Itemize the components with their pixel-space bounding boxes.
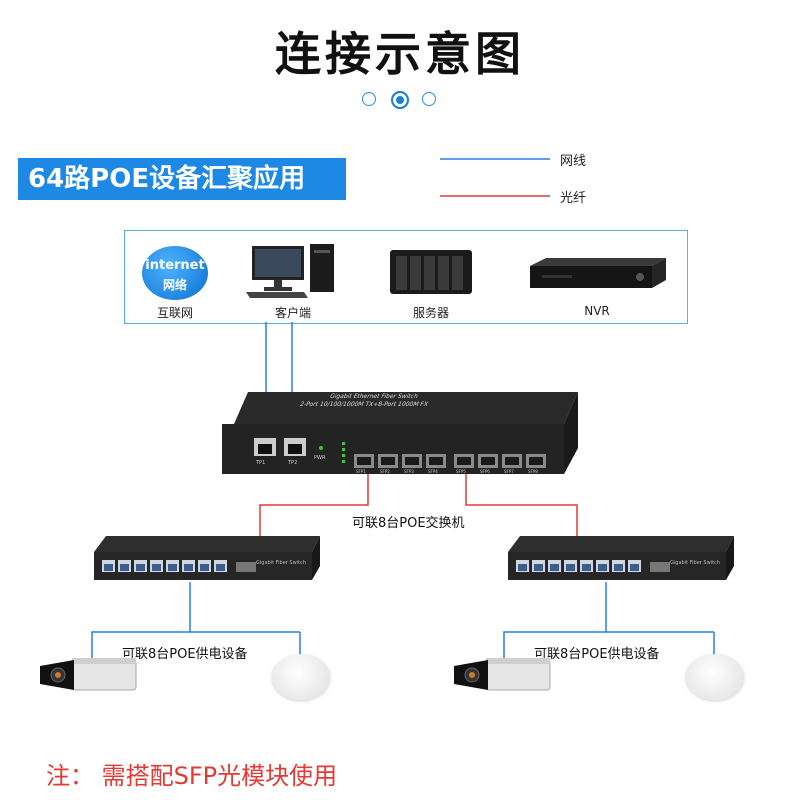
main-fiber-switch: [222, 392, 578, 474]
internet-badge-line2: 网络: [162, 278, 187, 292]
switch-model-line1: Gigabit Ethernet Fiber Switch: [328, 393, 419, 400]
carousel-dot-1[interactable]: [362, 92, 376, 106]
legend-network-label: 网线: [560, 154, 587, 169]
carousel-indicator: [358, 90, 448, 109]
legend: [440, 158, 550, 197]
port-label-tp1: TP1: [256, 460, 266, 466]
port-label-sfp2: SFP2: [380, 469, 390, 474]
cascade-caption: 可联8台POE交换机: [352, 516, 465, 531]
switch-model-line2: 2-Port 10/100/1000M TX+8-Port 1000M FX: [298, 401, 430, 408]
internet-globe-icon: [142, 246, 208, 300]
legend-fiber-label: 光纤: [560, 191, 587, 206]
footnote: 注： 需搭配SFP光模块使用: [46, 762, 338, 790]
server-nas-icon: [390, 250, 472, 294]
carousel-dot-2[interactable]: [391, 91, 409, 109]
left-poe-switch: [94, 536, 320, 580]
internet-badge-line1: internet: [145, 258, 205, 273]
port-label-sfp4: SFP4: [428, 469, 438, 474]
nvr-recorder-icon: [530, 258, 666, 288]
port-label-sfp3: SFP3: [404, 469, 414, 474]
pwr-label: PWR: [314, 455, 326, 461]
left-access-point-icon: [272, 654, 330, 700]
port-label-tp2: TP2: [288, 460, 298, 466]
server-label: 服务器: [412, 306, 449, 320]
section-banner: 64路POE设备汇聚应用: [18, 158, 346, 200]
left-camera-icon: [40, 658, 137, 691]
nvr-label: NVR: [584, 304, 610, 318]
right-poe-switch: [508, 536, 734, 580]
port-label-sfp6: SFP6: [480, 469, 490, 474]
right-poe-caption: 可联8台POE供电设备: [534, 647, 660, 662]
left-switch-brand: Gigabit Fiber Switch: [256, 560, 306, 566]
desktop-pc-icon: [246, 244, 334, 298]
carousel-dot-3[interactable]: [422, 92, 436, 106]
right-camera-icon: [454, 658, 551, 691]
client-label: 客户端: [274, 306, 311, 320]
left-poe-caption: 可联8台POE供电设备: [122, 647, 248, 662]
port-label-sfp5: SFP5: [456, 469, 466, 474]
right-switch-brand: Gigabit Fiber Switch: [670, 560, 720, 566]
port-label-sfp8: SFP8: [528, 469, 538, 474]
page-title: 连接示意图: [275, 27, 525, 81]
port-label-sfp1: SFP1: [356, 469, 366, 474]
port-label-sfp7: SFP7: [504, 469, 514, 474]
right-access-point-icon: [686, 654, 744, 700]
internet-label: 互联网: [156, 306, 193, 320]
